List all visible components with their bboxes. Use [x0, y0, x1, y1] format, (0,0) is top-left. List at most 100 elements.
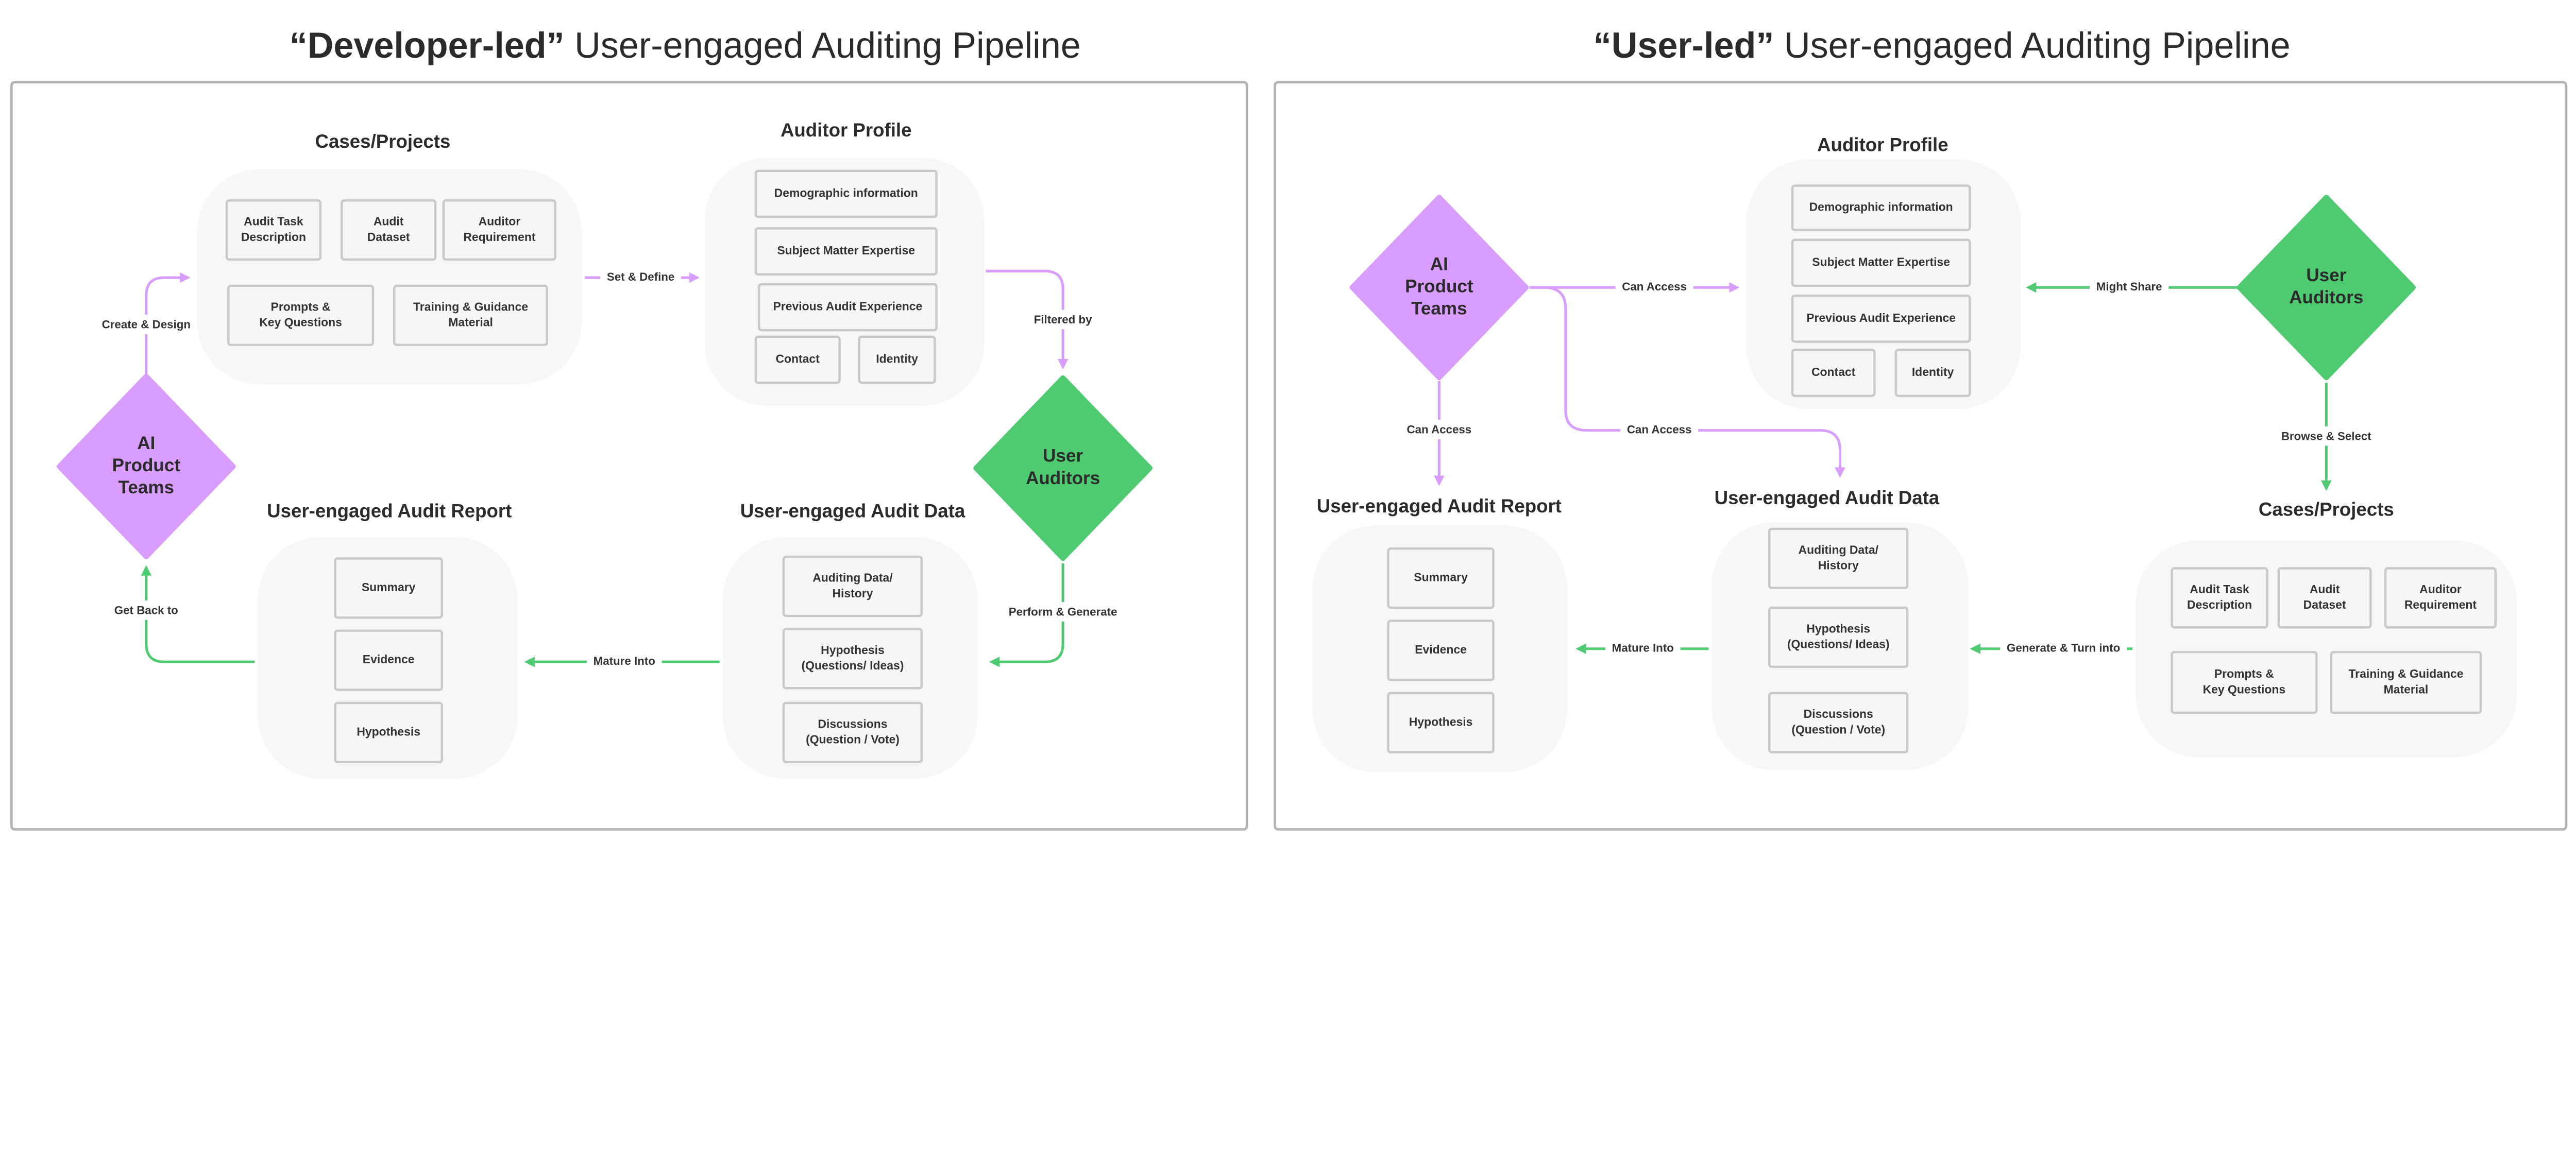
group-title: User-engaged Audit Data	[1715, 487, 1940, 508]
edge-label: Generate & Turn into	[2007, 642, 2120, 655]
item-label: Identity	[876, 352, 918, 366]
item-label: Contact	[775, 352, 820, 366]
item-label: Hypothesis	[1409, 715, 1473, 728]
arrow-connector	[141, 565, 255, 663]
edge-label: Perform & Generate	[1009, 605, 1117, 618]
item-box: Discussions(Question / Vote)	[782, 701, 923, 764]
edge-label-background	[1615, 277, 1693, 297]
item-box: Subject Matter Expertise	[1791, 238, 1971, 287]
item-box: Contact	[1791, 349, 1876, 397]
edge-label-background	[2000, 638, 2127, 658]
item-label: Hypothesis(Questions/ Ideas)	[802, 643, 904, 672]
edge-label: Might Share	[2096, 280, 2162, 293]
item-box: Prompts &Key Questions	[2171, 650, 2318, 714]
edge-label: Can Access	[1407, 423, 1472, 436]
edge-label-background	[2090, 277, 2169, 297]
arrow-connector	[1529, 286, 1845, 478]
item-box: Identity	[1894, 349, 1971, 397]
item-box: Hypothesis	[1387, 692, 1495, 753]
edge-label-background	[2275, 426, 2379, 446]
item-label: Previous Audit Experience	[773, 300, 923, 313]
item-box: Auditing Data/History	[782, 555, 923, 617]
edge-label-background	[1002, 602, 1124, 622]
item-label: Summary	[1414, 571, 1468, 584]
left-edge-create: Create & Design	[95, 272, 197, 375]
edge-label-background	[1620, 420, 1699, 439]
edge-label: Create & Design	[102, 318, 191, 331]
item-box: Hypothesis(Questions/ Ideas)	[1768, 606, 1909, 668]
item-label: Summary	[362, 580, 416, 594]
item-box: Hypothesis(Questions/ Ideas)	[782, 628, 923, 690]
item-box: Previous Audit Experience	[1791, 294, 1971, 343]
left-edge-perform: Perform & Generate	[989, 563, 1124, 667]
edge-label: Filtered by	[1034, 313, 1092, 326]
edge-label-background	[1400, 420, 1478, 439]
right-edge-access_down: Can Access	[1400, 381, 1478, 486]
item-label: Discussions(Question / Vote)	[806, 717, 900, 746]
right-edge-access1: Can Access	[1529, 277, 1740, 297]
group-title: User-engaged Audit Report	[1317, 495, 1562, 517]
item-box: Summary	[1387, 547, 1495, 609]
item-label: Subject Matter Expertise	[1812, 255, 1950, 268]
item-box: Evidence	[1387, 620, 1495, 681]
item-label: Evidence	[1415, 643, 1467, 656]
left-pipeline-title: “Developer-led” User-engaged Auditing Pi…	[290, 25, 1081, 65]
edge-label: Get Back to	[114, 604, 178, 616]
item-box: Identity	[858, 335, 936, 384]
edge-label-background	[1027, 310, 1099, 330]
item-label: Auditing Data/History	[812, 571, 893, 600]
arrow-connector	[989, 563, 1064, 667]
item-label: Auditing Data/History	[1799, 543, 1879, 572]
edge-label: Set & Define	[607, 270, 674, 283]
item-box: Summary	[334, 557, 444, 619]
item-label: Evidence	[363, 652, 415, 666]
item-label: Subject Matter Expertise	[777, 244, 915, 257]
group-title: Auditor Profile	[781, 119, 912, 141]
edge-label: Browse & Select	[2281, 430, 2371, 442]
item-box: Evidence	[334, 629, 444, 691]
item-box: Auditing Data/History	[1768, 527, 1909, 590]
item-box: Subject Matter Expertise	[754, 227, 938, 276]
item-label: Contact	[1811, 365, 1856, 379]
item-box: Contact	[754, 335, 841, 384]
edge-label-background	[108, 600, 185, 620]
group-title: User-engaged Audit Report	[267, 501, 512, 522]
right-edge-generate: Generate & Turn into	[1970, 638, 2133, 658]
item-label: Hypothesis(Questions/ Ideas)	[1787, 622, 1890, 650]
group-title: Cases/Projects	[315, 131, 451, 152]
edge-label-background	[586, 651, 662, 671]
arrow-connector	[145, 272, 191, 375]
item-label: Prompts &Key Questions	[2203, 667, 2286, 696]
edge-label-background	[600, 267, 682, 287]
auditing-pipeline-diagram: “Developer-led” User-engaged Auditing Pi…	[10, 25, 2568, 831]
right-edge-access2: Can Access	[1529, 286, 1845, 478]
edge-label: Mature Into	[594, 655, 655, 667]
item-label: Identity	[1912, 365, 1954, 379]
